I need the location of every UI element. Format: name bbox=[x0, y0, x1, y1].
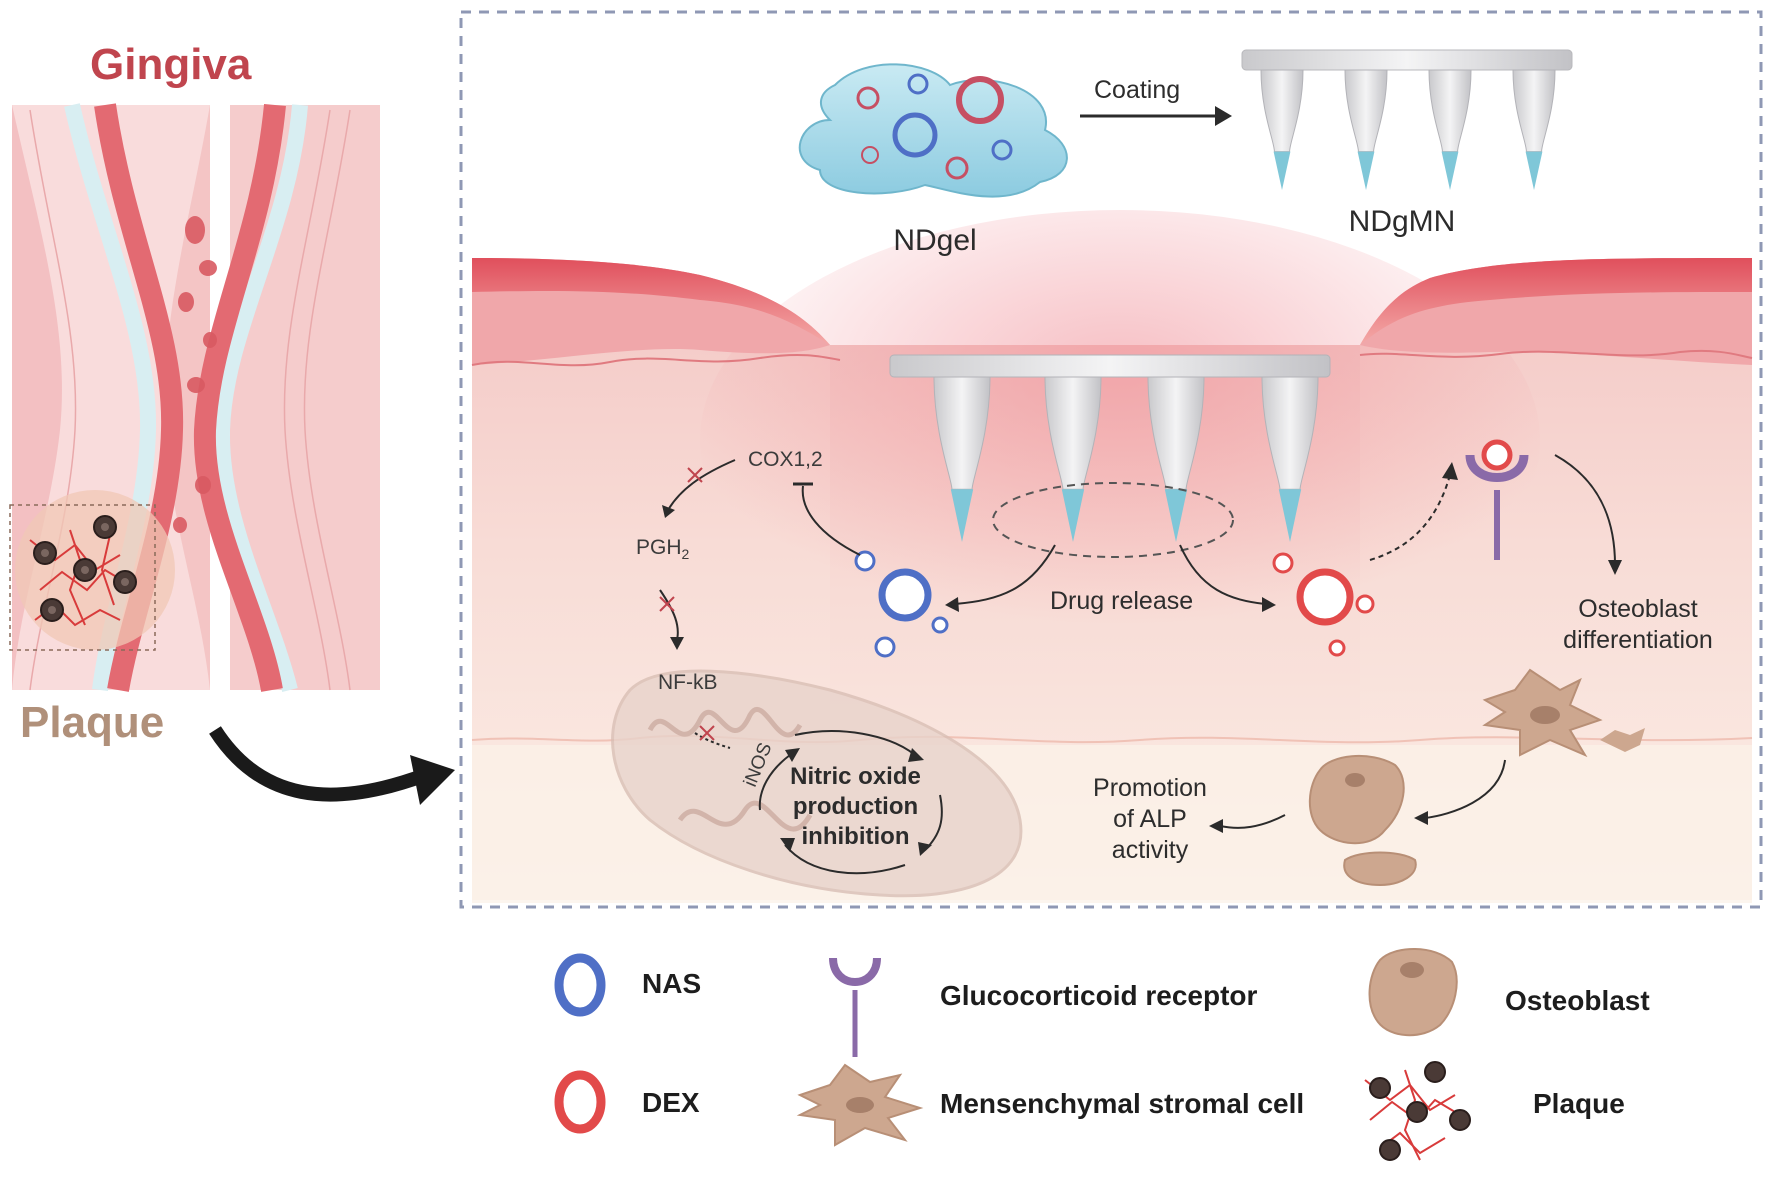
block-mark-1 bbox=[687, 467, 703, 483]
msc-to-osteoblast-head bbox=[1414, 811, 1428, 825]
legend-plaque-icon bbox=[1364, 1061, 1471, 1161]
legend-stromal-cell-label: Mensenchymal stromal cell bbox=[940, 1088, 1305, 1119]
cox-label: COX1,2 bbox=[748, 448, 823, 471]
gingiva-illustration bbox=[9, 103, 380, 692]
stromal-cell bbox=[1482, 668, 1645, 758]
legend bbox=[554, 948, 1471, 1161]
ndgmn-needle-3 bbox=[1428, 69, 1472, 190]
coating-label: Coating bbox=[1094, 76, 1181, 104]
main-panel-frame bbox=[459, 10, 1763, 909]
legend-dex-icon bbox=[554, 1070, 606, 1134]
drug-release-label: Drug release bbox=[1050, 587, 1194, 615]
patch-needle-2 bbox=[1044, 376, 1102, 542]
ndgmn-needle-2 bbox=[1344, 69, 1388, 190]
nfkb-label: NF-kB bbox=[658, 671, 718, 694]
curved-arrow-head bbox=[410, 755, 455, 805]
alp-activity-label: Promotion of ALP activity bbox=[1093, 774, 1207, 864]
legend-nas-icon bbox=[554, 953, 606, 1017]
dex-to-receptor-head bbox=[1442, 462, 1458, 480]
legend-nas-label: NAS bbox=[642, 968, 702, 999]
curved-arrow bbox=[209, 726, 428, 802]
pgh-text: PGH bbox=[636, 536, 682, 559]
release-arrow-right bbox=[1179, 544, 1266, 605]
legend-osteoblast-label: Osteoblast bbox=[1505, 985, 1650, 1016]
plaque-cluster bbox=[29, 515, 137, 627]
dex-particles bbox=[1272, 552, 1375, 657]
ndgmn-label: NDgMN bbox=[1348, 205, 1456, 238]
cox-to-pgh-head bbox=[662, 505, 675, 518]
dex-to-receptor-arrow bbox=[1369, 474, 1451, 561]
msc-to-osteoblast-arrow bbox=[1424, 759, 1506, 819]
cycle-arrowheads bbox=[780, 748, 932, 856]
osteoblast-to-alp-head bbox=[1209, 819, 1223, 833]
receptor-to-diff-arrow bbox=[1554, 454, 1616, 566]
release-arrow-right-head bbox=[1262, 597, 1276, 612]
nfkb-to-inos-arrow bbox=[694, 732, 731, 749]
release-zone bbox=[992, 482, 1234, 558]
block-mark-2 bbox=[659, 596, 675, 612]
nas-particles bbox=[854, 550, 949, 658]
osteoblast-cells bbox=[1308, 754, 1417, 887]
ndgmn-array bbox=[1241, 49, 1573, 190]
cox-to-pgh-arrow bbox=[667, 459, 736, 511]
microneedle-patch bbox=[889, 354, 1331, 542]
plaque-title: Plaque bbox=[20, 698, 165, 747]
legend-receptor-label: Glucocorticoid receptor bbox=[940, 980, 1258, 1011]
legend-osteoblast-icon bbox=[1368, 948, 1458, 1037]
no-inhibition-label: Nitric oxide production inhibition bbox=[790, 763, 921, 850]
ndgmn-needle-4 bbox=[1512, 69, 1556, 190]
ndgmn-needle-1 bbox=[1260, 69, 1304, 190]
patch-needle-3 bbox=[1147, 376, 1205, 542]
mitochondrion bbox=[611, 669, 1023, 898]
release-arrow-left-head bbox=[945, 597, 959, 612]
glucocorticoid-receptor bbox=[1465, 439, 1529, 560]
patch-needle-1 bbox=[933, 376, 991, 542]
ndgel-label: NDgel bbox=[893, 224, 977, 257]
nas-inhibit-arrow bbox=[801, 485, 861, 556]
pgh2-label: PGH2 bbox=[636, 536, 689, 562]
osteoblast-differentiation-label: Osteoblast differentiation bbox=[1563, 595, 1713, 654]
release-arrow-left bbox=[954, 544, 1056, 605]
legend-dex-label: DEX bbox=[642, 1087, 700, 1118]
patch-needle-4 bbox=[1261, 376, 1319, 542]
legend-receptor-icon bbox=[829, 957, 881, 1057]
block-mark-3 bbox=[699, 725, 715, 741]
legend-plaque-label: Plaque bbox=[1533, 1088, 1625, 1119]
pgh-to-nfkb-arrow bbox=[659, 589, 679, 641]
pgh-to-nfkb-head bbox=[670, 637, 684, 650]
coating-arrow-head bbox=[1215, 106, 1232, 126]
ndgel-blob bbox=[798, 63, 1068, 198]
gingiva-title: Gingiva bbox=[90, 40, 252, 89]
legend-stromal-cell-icon bbox=[796, 1063, 924, 1147]
pgh-subscript: 2 bbox=[681, 546, 690, 563]
receptor-to-diff-head bbox=[1608, 560, 1622, 575]
osteoblast-to-alp-arrow bbox=[1219, 814, 1286, 829]
